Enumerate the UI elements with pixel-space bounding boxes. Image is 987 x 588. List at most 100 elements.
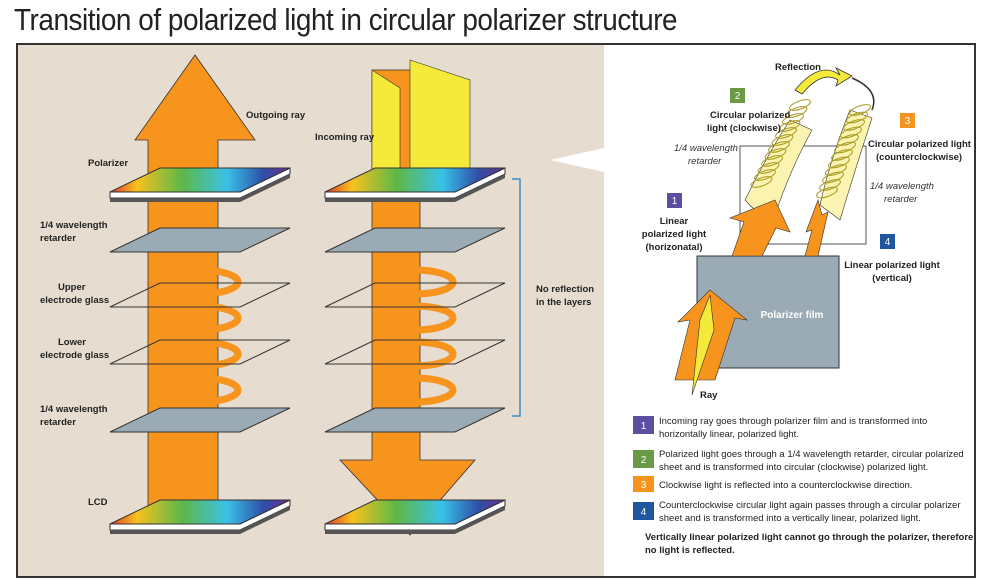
- outgoing-stack: [109, 54, 291, 534]
- ray-label: Ray: [700, 390, 718, 401]
- coil-turn: [831, 149, 853, 161]
- upper-glass-label-2: electrode glass: [40, 295, 109, 306]
- svg-text:2: 2: [641, 455, 647, 466]
- coil-turn: [819, 179, 841, 191]
- svg-text:Polarized light goes through a: Polarized light goes through a 1/4 wavel…: [659, 449, 964, 460]
- legend-item-2: 2 Polarized light goes through a 1/4 wav…: [633, 449, 964, 473]
- retarder-left-2: retarder: [688, 156, 722, 167]
- polarizer-plate-edge: [110, 174, 290, 202]
- retarder-right-1: 1/4 wavelength: [870, 181, 934, 192]
- retarder-plate: [109, 407, 291, 433]
- coil-turn: [778, 120, 801, 132]
- coil-turn: [837, 134, 859, 146]
- coil-turn: [771, 134, 794, 146]
- coil-turn: [785, 106, 808, 118]
- svg-text:sheet and is transformed into: sheet and is transformed into circular (…: [659, 462, 928, 473]
- spiral-turn: [373, 374, 457, 406]
- reflection-label: Reflection: [775, 62, 821, 73]
- lower-electrode-glass: [109, 339, 291, 365]
- incoming-ray-label: Incoming ray: [315, 132, 375, 143]
- spiral-turn: [158, 266, 242, 298]
- step-2-badge: [730, 88, 745, 103]
- retarder-plate: [324, 227, 506, 253]
- polarization-plane: [409, 59, 471, 181]
- bracket: [512, 178, 521, 417]
- step3-label-1: Circular polarized light: [868, 139, 972, 150]
- polarizer-plate: [324, 167, 506, 193]
- step-3-badge: [900, 113, 915, 128]
- step4-label-1: Linear polarized light: [844, 260, 940, 271]
- svg-text:Incoming ray goes through pola: Incoming ray goes through polarizer film…: [659, 416, 927, 427]
- step-1-badge: [667, 193, 682, 208]
- polarizer-plate: [109, 167, 291, 193]
- coil-turn: [828, 156, 850, 169]
- reflection-arrow-icon: [794, 67, 853, 95]
- coil-turn: [825, 164, 847, 176]
- polarizer-plate-edge: [325, 174, 505, 202]
- upper-electrode-glass: [324, 282, 506, 308]
- lower-glass-label-1: Lower: [58, 337, 86, 348]
- linear-horizontal-arrow: [729, 199, 791, 257]
- lcd-plate-edge: [110, 506, 290, 534]
- coil-turn: [764, 148, 787, 160]
- lcd-plate: [109, 499, 291, 525]
- step-2-badge-num: 2: [735, 91, 741, 102]
- svg-text:Counterclockwise circular ligh: Counterclockwise circular light again pa…: [659, 500, 961, 511]
- svg-text:Clockwise light is reflected i: Clockwise light is reflected into a coun…: [659, 480, 912, 491]
- coil-turn: [849, 104, 871, 116]
- upper-electrode-glass: [109, 282, 291, 308]
- conclusion-2: no light is reflected.: [645, 545, 735, 556]
- legend-item-4: 4 Counterclockwise circular light again …: [633, 500, 961, 524]
- spiral-turn: [158, 374, 242, 406]
- coil-turn: [789, 99, 811, 111]
- step1-label-1: Linear: [660, 216, 689, 227]
- step-1-badge-num: 1: [672, 196, 678, 207]
- lower-glass-label-2: electrode glass: [40, 350, 109, 361]
- retarder-plate: [324, 407, 506, 433]
- lower-electrode-glass: [324, 339, 506, 365]
- incoming-stack: [324, 59, 506, 536]
- linear-vertical-arrow: [804, 199, 829, 257]
- coil-turn: [834, 141, 856, 154]
- upper-glass-label-1: Upper: [58, 282, 86, 293]
- coil-turn: [775, 127, 797, 139]
- spiral-turn: [158, 302, 242, 334]
- coil-turn: [782, 113, 804, 125]
- coil-turn: [761, 155, 783, 167]
- step4-label-2: (vertical): [872, 273, 912, 284]
- step2-label-1: Circular polarized: [710, 110, 790, 121]
- coil-turn: [846, 111, 868, 124]
- no-reflection-label-2: in the layers: [536, 297, 591, 308]
- counterclockwise-beam: [819, 109, 873, 221]
- spiral-turn: [373, 266, 457, 298]
- no-reflection-label-1: No reflection: [536, 284, 594, 295]
- legend: 1 Incoming ray goes through polarizer fi…: [633, 416, 973, 556]
- retarder-bottom-label-2: retarder: [40, 417, 76, 428]
- spiral-turn: [373, 338, 457, 370]
- step2-label-2: light (clockwise): [707, 123, 781, 134]
- svg-text:sheet and is transformed into: sheet and is transformed into a vertical…: [659, 513, 921, 524]
- coil-turn: [750, 176, 773, 188]
- step-4-badge-num: 4: [885, 237, 891, 248]
- svg-text:4: 4: [641, 507, 647, 518]
- spiral-turn: [158, 338, 242, 370]
- step-3-badge-num: 3: [905, 116, 911, 127]
- coil-turn: [843, 119, 865, 131]
- svg-text:horizontally linear, polarized: horizontally linear, polarized light.: [659, 429, 799, 440]
- lcd-label: LCD: [88, 497, 108, 508]
- step3-label-2: (counterclockwise): [876, 152, 962, 163]
- retarder-left-1: 1/4 wavelength: [674, 143, 738, 154]
- coil-turn: [757, 162, 780, 174]
- coil-turn: [840, 126, 862, 139]
- retarder-top-label-1: 1/4 wavelength: [40, 220, 108, 231]
- reflection-diagram: Polarizer film Ray Reflection 2 Circular…: [642, 62, 972, 401]
- retarder-right-2: retarder: [884, 194, 918, 205]
- polarizer-label: Polarizer: [88, 158, 128, 169]
- coil-turn: [822, 171, 844, 184]
- polarizer-film-label: Polarizer film: [761, 310, 824, 321]
- retarder-top-label-2: retarder: [40, 233, 76, 244]
- svg-text:1: 1: [641, 421, 647, 432]
- page-title: Transition of polarized light in circula…: [14, 2, 678, 37]
- retarder-plate: [109, 227, 291, 253]
